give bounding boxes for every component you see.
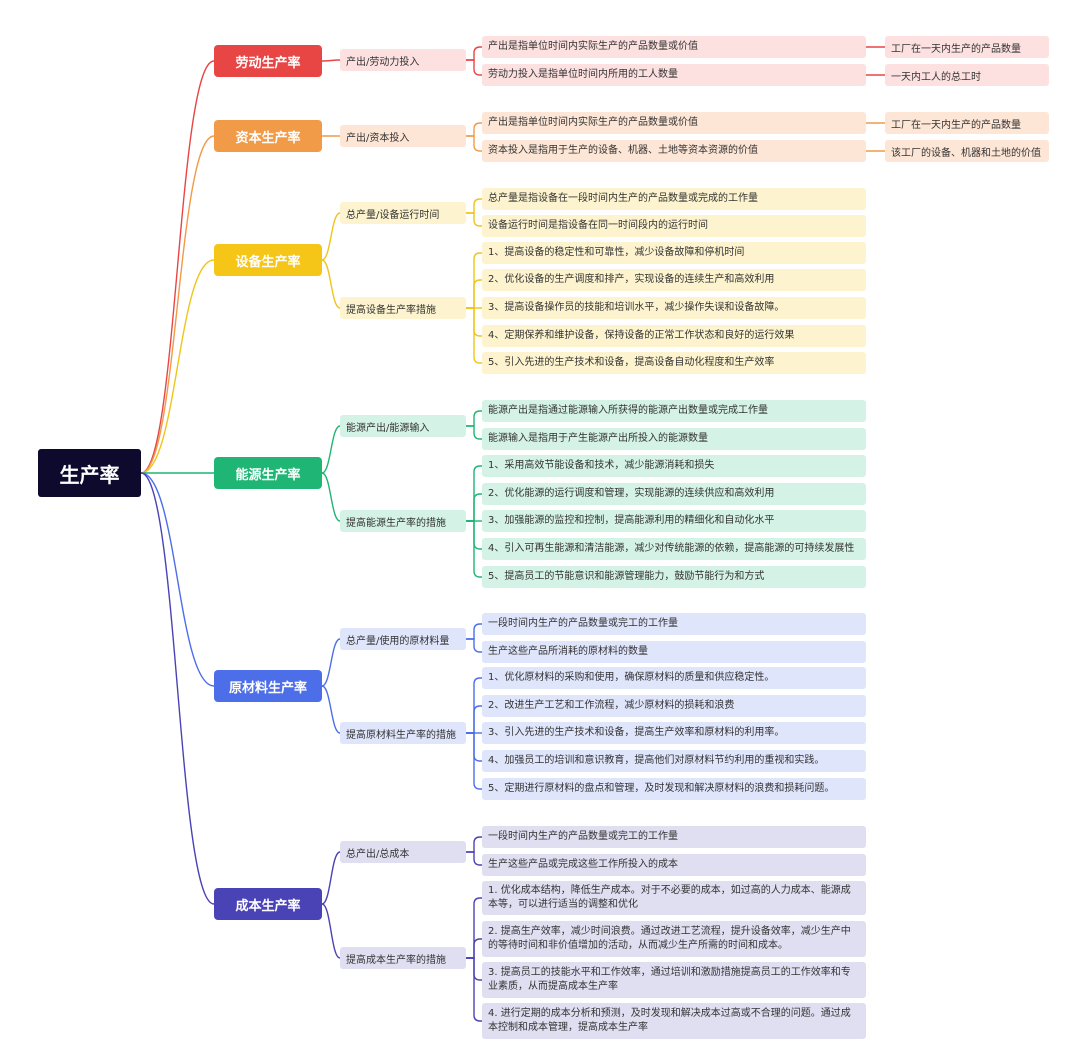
leaf-cost-1-2[interactable]: 3. 提高员工的技能水平和工作效率，通过培训和激励措施提高员工的工作效率和专业素…	[482, 962, 866, 998]
sub-link-cost-0-0	[466, 836, 482, 853]
leaf-equipment-1-0[interactable]: 1、提高设备的稳定性和可靠性，减少设备故障和停机时间	[482, 242, 866, 264]
leaf-energy-0-0[interactable]: 能源产出是指通过能源输入所获得的能源产出数量或完成工作量	[482, 400, 866, 422]
root-link-material	[140, 472, 215, 687]
sub-link-material-1-0	[466, 677, 482, 734]
sub-node-cost-0[interactable]: 总产出/总成本	[340, 841, 466, 863]
branch-material[interactable]: 原材料生产率	[214, 670, 322, 702]
branch-equipment[interactable]: 设备生产率	[214, 244, 322, 276]
leaf-material-1-2[interactable]: 3、引入先进的生产技术和设备，提高生产效率和原材料的利用率。	[482, 722, 866, 744]
leaf-labor-0-1[interactable]: 劳动力投入是指单位时间内所用的工人数量	[482, 64, 866, 86]
sub-node-cost-1[interactable]: 提高成本生产率的措施	[340, 947, 466, 969]
leaf-cost-1-0[interactable]: 1. 优化成本结构，降低生产成本。对于不必要的成本，如过高的人力成本、能源成本等…	[482, 881, 866, 915]
example-labor-0[interactable]: 工厂在一天内生产的产品数量	[885, 36, 1049, 58]
leaf-cost-1-3[interactable]: 4. 进行定期的成本分析和预测，及时发现和解决成本过高或不合理的问题。通过成本控…	[482, 1003, 866, 1039]
sub-link-capital-0-0	[466, 122, 482, 137]
branch-cost[interactable]: 成本生产率	[214, 888, 322, 920]
branch-capital[interactable]: 资本生产率	[214, 120, 322, 152]
leaf-equipment-0-0[interactable]: 总产量是指设备在一段时间内生产的产品数量或完成的工作量	[482, 188, 866, 210]
sub-link-equipment-1-4	[466, 307, 482, 364]
example-capital-1[interactable]: 该工厂的设备、机器和土地的价值	[885, 140, 1049, 162]
leaf-material-0-0[interactable]: 一段时间内生产的产品数量或完工的工作量	[482, 613, 866, 635]
branch-labor[interactable]: 劳动生产率	[214, 45, 322, 77]
leaf-energy-1-0[interactable]: 1、采用高效节能设备和技术，减少能源消耗和损失	[482, 455, 866, 477]
sub-node-energy-1[interactable]: 提高能源生产率的措施	[340, 510, 466, 532]
sub-link-equipment-0-1	[466, 212, 482, 227]
root-node[interactable]: 生产率	[38, 449, 141, 497]
sub-node-equipment-1[interactable]: 提高设备生产率措施	[340, 297, 466, 319]
root-link-cost	[140, 472, 215, 905]
cat-link-energy-1	[321, 472, 341, 522]
leaf-material-1-1[interactable]: 2、改进生产工艺和工作流程，减少原材料的损耗和浪费	[482, 695, 866, 717]
sub-node-material-1[interactable]: 提高原材料生产率的措施	[340, 722, 466, 744]
sub-link-capital-0-1	[466, 135, 482, 152]
sub-link-energy-0-0	[466, 410, 482, 427]
sub-node-material-0[interactable]: 总产量/使用的原材料量	[340, 628, 466, 650]
cat-link-energy-0	[321, 425, 341, 474]
sub-node-energy-0[interactable]: 能源产出/能源输入	[340, 415, 466, 437]
sub-link-equipment-1-1	[466, 279, 482, 309]
cat-link-material-0	[321, 638, 341, 687]
branch-energy[interactable]: 能源生产率	[214, 457, 322, 489]
sub-link-cost-0-1	[466, 851, 482, 866]
leaf-cost-1-1[interactable]: 2. 提高生产效率，减少时间浪费。通过改进工艺流程，提升设备效率，减少生产中的等…	[482, 921, 866, 957]
leaf-equipment-1-4[interactable]: 5、引入先进的生产技术和设备，提高设备自动化程度和生产效率	[482, 352, 866, 374]
cat-link-labor-0	[321, 59, 341, 62]
leaf-equipment-0-1[interactable]: 设备运行时间是指设备在同一时间段内的运行时间	[482, 215, 866, 237]
sub-node-capital-0[interactable]: 产出/资本投入	[340, 125, 466, 147]
leaf-energy-1-2[interactable]: 3、加强能源的监控和控制，提高能源利用的精细化和自动化水平	[482, 510, 866, 532]
sub-link-energy-0-1	[466, 425, 482, 440]
leaf-energy-1-1[interactable]: 2、优化能源的运行调度和管理，实现能源的连续供应和高效利用	[482, 483, 866, 505]
leaf-capital-0-0[interactable]: 产出是指单位时间内实际生产的产品数量或价值	[482, 112, 866, 134]
sub-link-material-1-1	[466, 705, 482, 734]
leaf-material-1-4[interactable]: 5、定期进行原材料的盘点和管理，及时发现和解决原材料的浪费和损耗问题。	[482, 778, 866, 800]
sub-link-material-0-0	[466, 623, 482, 640]
example-capital-0[interactable]: 工厂在一天内生产的产品数量	[885, 112, 1049, 134]
cat-link-cost-1	[321, 903, 341, 959]
sub-link-energy-1-1	[466, 493, 482, 522]
sub-link-labor-0-0	[466, 46, 482, 61]
leaf-capital-0-1[interactable]: 资本投入是指用于生产的设备、机器、土地等资本资源的价值	[482, 140, 866, 162]
example-labor-1[interactable]: 一天内工人的总工时	[885, 64, 1049, 86]
sub-link-cost-1-0	[466, 897, 482, 959]
sub-link-material-0-1	[466, 638, 482, 653]
root-link-labor	[140, 60, 215, 474]
sub-link-equipment-1-0	[466, 252, 482, 309]
sub-link-cost-1-1	[466, 938, 482, 959]
sub-node-labor-0[interactable]: 产出/劳动力投入	[340, 49, 466, 71]
leaf-energy-1-4[interactable]: 5、提高员工的节能意识和能源管理能力，鼓励节能行为和方式	[482, 566, 866, 588]
leaf-cost-0-1[interactable]: 生产这些产品或完成这些工作所投入的成本	[482, 854, 866, 876]
leaf-material-0-1[interactable]: 生产这些产品所消耗的原材料的数量	[482, 641, 866, 663]
sub-link-labor-0-1	[466, 59, 482, 76]
leaf-labor-0-0[interactable]: 产出是指单位时间内实际生产的产品数量或价值	[482, 36, 866, 58]
leaf-material-1-0[interactable]: 1、优化原材料的采购和使用，确保原材料的质量和供应稳定性。	[482, 667, 866, 689]
cat-link-material-1	[321, 685, 341, 734]
sub-link-material-1-4	[466, 732, 482, 790]
root-link-capital	[140, 135, 215, 474]
sub-link-energy-1-4	[466, 520, 482, 578]
root-link-equipment	[140, 259, 215, 474]
leaf-equipment-1-1[interactable]: 2、优化设备的生产调度和排产，实现设备的连续生产和高效利用	[482, 269, 866, 291]
cat-link-equipment-0	[321, 212, 341, 261]
sub-node-equipment-0[interactable]: 总产量/设备运行时间	[340, 202, 466, 224]
leaf-cost-0-0[interactable]: 一段时间内生产的产品数量或完工的工作量	[482, 826, 866, 848]
cat-link-equipment-1	[321, 259, 341, 309]
leaf-equipment-1-2[interactable]: 3、提高设备操作员的技能和培训水平，减少操作失误和设备故障。	[482, 297, 866, 319]
leaf-energy-1-3[interactable]: 4、引入可再生能源和清洁能源，减少对传统能源的依赖，提高能源的可持续发展性	[482, 538, 866, 560]
cat-link-cost-0	[321, 851, 341, 905]
sub-link-energy-1-0	[466, 465, 482, 522]
sub-link-equipment-0-0	[466, 198, 482, 214]
sub-link-cost-1-3	[466, 957, 482, 1022]
leaf-energy-0-1[interactable]: 能源输入是指用于产生能源产出所投入的能源数量	[482, 428, 866, 450]
leaf-equipment-1-3[interactable]: 4、定期保养和维护设备，保持设备的正常工作状态和良好的运行效果	[482, 325, 866, 347]
leaf-material-1-3[interactable]: 4、加强员工的培训和意识教育，提高他们对原材料节约利用的重视和实践。	[482, 750, 866, 772]
